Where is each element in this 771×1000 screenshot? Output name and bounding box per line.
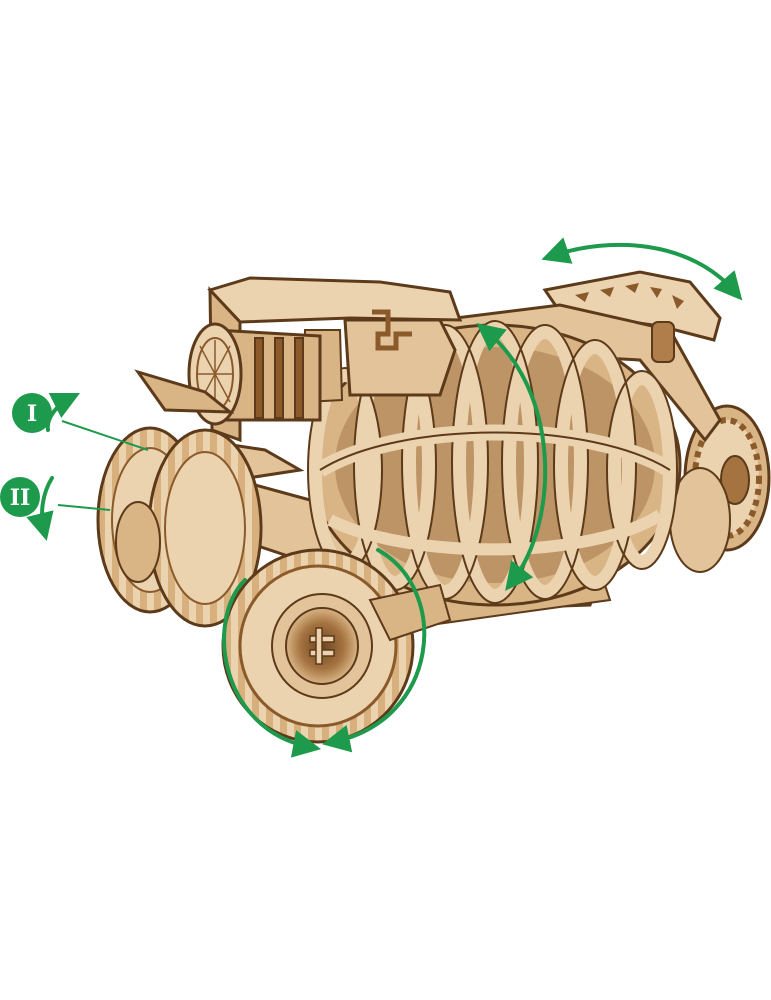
mode-1-badge: I [12, 393, 52, 433]
sidecar-swing-arrow-icon [541, 237, 743, 301]
rear-left-wheels [96, 426, 263, 628]
mode-2-label: II [10, 485, 31, 511]
pointer-lines [57, 420, 149, 511]
mode-1-label: I [27, 401, 37, 427]
mode-2-badge: II [0, 477, 40, 517]
body-rotation-arrow-icon [476, 322, 548, 591]
motion-arrows [26, 237, 743, 758]
rear-right-wheel [669, 404, 771, 573]
front-wheel [221, 548, 452, 744]
front-wheel-rotation-arrow-icon [322, 548, 427, 753]
front-drum [187, 322, 322, 426]
mode-2-turn-arrow-icon [26, 476, 54, 541]
mode-1-turn-arrow-icon [45, 392, 81, 432]
wooden-model [96, 270, 771, 744]
front-wheel-rotation-return-arrow-icon [222, 578, 322, 758]
